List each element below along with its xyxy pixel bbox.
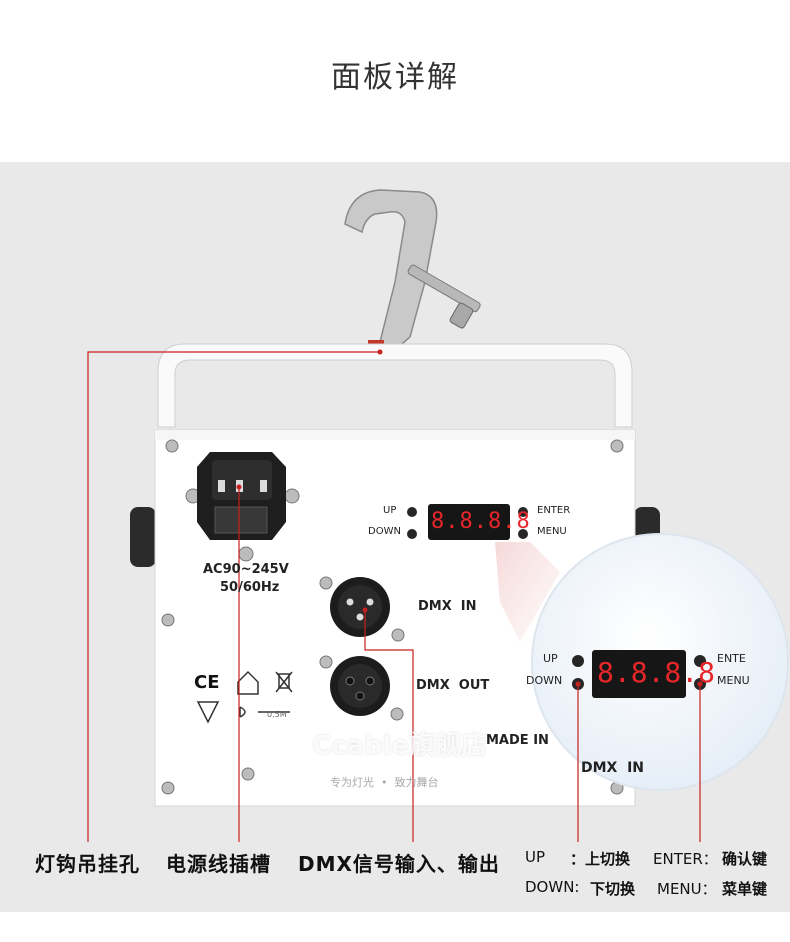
power-caption: 电源线插槽 bbox=[166, 852, 271, 876]
panel-display: 8.8.8.8 bbox=[431, 509, 531, 534]
ce-mark: CE bbox=[194, 672, 220, 693]
hanging-clamp-icon bbox=[344, 189, 481, 351]
distance-label: 0.5M bbox=[267, 710, 287, 719]
zoom-dmx-in-label: DMX IN bbox=[581, 760, 645, 776]
panel-up-label: UP bbox=[383, 505, 397, 516]
dmx-in-label: DMX IN bbox=[418, 599, 477, 614]
up-key-desc: ：上切换 bbox=[570, 850, 631, 868]
zoom-up-label: UP bbox=[543, 652, 558, 665]
panel-enter-label: ENTER bbox=[537, 505, 571, 516]
callout-lines bbox=[87, 351, 701, 842]
product-illustration bbox=[87, 189, 789, 842]
page-title: 面板详解 bbox=[331, 60, 459, 95]
watermark-slogan: 专为灯光 • 致力舞台 bbox=[330, 776, 439, 789]
frequency-label: 50/60Hz bbox=[220, 580, 280, 595]
enter-key-desc: 确认键 bbox=[722, 850, 768, 868]
made-in-label: MADE IN bbox=[486, 733, 549, 748]
panel-down-label: DOWN bbox=[368, 526, 401, 537]
zoom-down-label: DOWN bbox=[526, 674, 563, 687]
up-key-label: UP bbox=[525, 848, 546, 866]
watermark-brand: Ccable旗舰店 bbox=[312, 731, 488, 761]
menu-key-desc: 菜单键 bbox=[722, 880, 768, 898]
down-key-desc: 下切换 bbox=[590, 880, 636, 898]
certification-icons bbox=[196, 670, 293, 724]
power-socket-icon bbox=[197, 452, 286, 540]
dmx-in-connector-icon bbox=[330, 577, 390, 637]
dmx-out-label: DMX OUT bbox=[416, 678, 490, 693]
menu-key-label: MENU： bbox=[657, 880, 717, 898]
voltage-label: AC90~245V bbox=[203, 562, 289, 577]
product-stage: 8.8.8.8 UP DOWN ENTER MENU AC90~245V 50/… bbox=[0, 162, 790, 912]
down-key-label: DOWN: bbox=[525, 878, 580, 896]
dmx-out-connector-icon bbox=[330, 656, 390, 716]
zoom-enter-label: ENTE bbox=[717, 652, 746, 665]
zoom-menu-label: MENU bbox=[717, 674, 750, 687]
panel-menu-label: MENU bbox=[537, 526, 567, 537]
zoom-display: 8.8.8.8 bbox=[597, 656, 716, 689]
dmx-caption: DMX信号输入、输出 bbox=[298, 852, 500, 876]
enter-key-label: ENTER： bbox=[653, 850, 718, 868]
hook-caption: 灯钩吊挂孔 bbox=[35, 852, 140, 876]
